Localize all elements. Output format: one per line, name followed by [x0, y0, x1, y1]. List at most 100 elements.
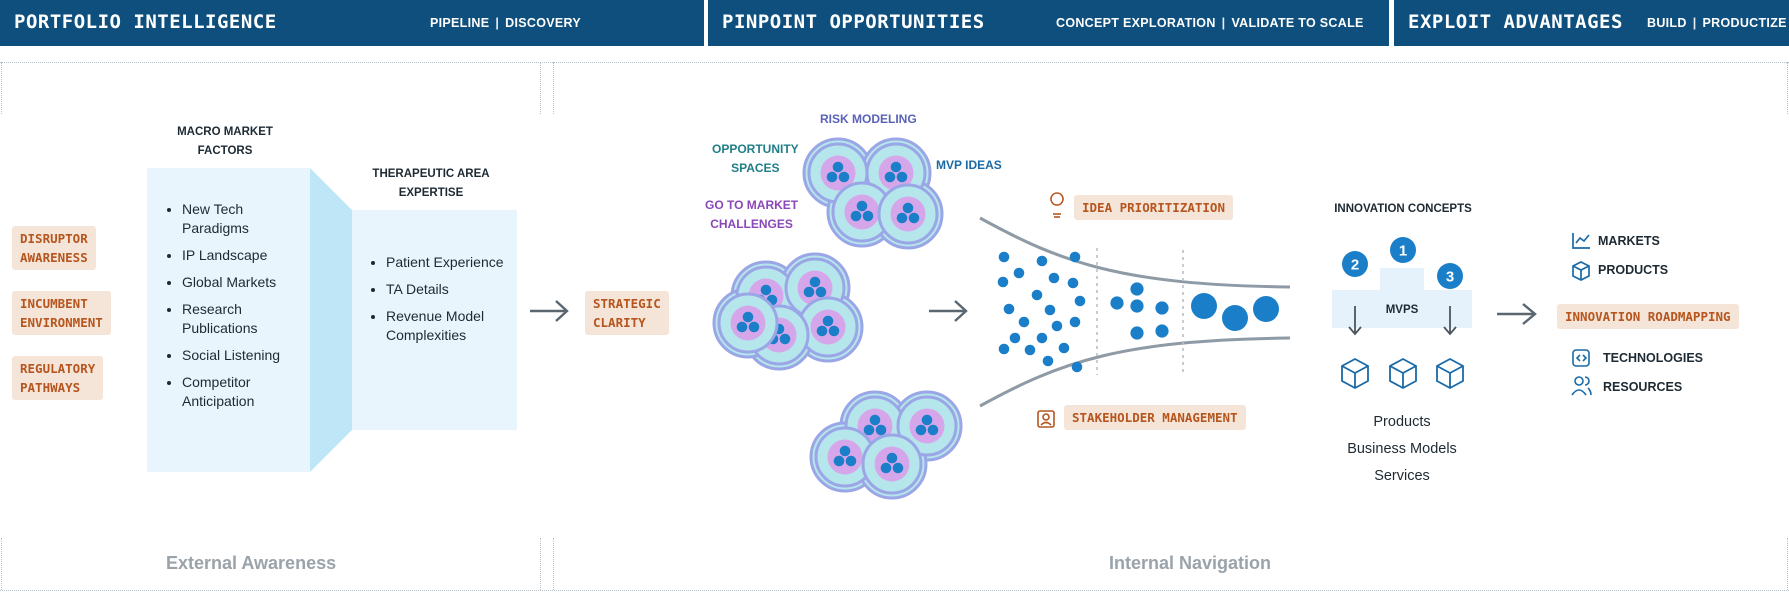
tag-stakeholder-management: STAKEHOLDER MANAGEMENT	[1064, 405, 1246, 430]
idea-dot	[1155, 324, 1169, 338]
header-exploit-advantages: EXPLOIT ADVANTAGES BUILD|PRODUCTIZE	[1394, 0, 1789, 46]
list-item: Social Listening	[182, 346, 307, 365]
cluster-bubble	[717, 292, 779, 354]
header-subtitle: BUILD|PRODUCTIZE	[1647, 16, 1787, 30]
idea-dot-large	[1253, 296, 1279, 322]
cluster-dot	[892, 462, 904, 474]
cluster-core	[890, 196, 926, 232]
cluster-dot	[779, 333, 791, 345]
cluster-dot	[896, 171, 908, 183]
idea-dot	[1009, 332, 1021, 344]
idea-dot	[1018, 316, 1030, 328]
cluster-halo	[802, 137, 874, 209]
idea-dot	[1130, 299, 1144, 313]
cluster-halo	[792, 291, 864, 363]
cluster-dot	[760, 284, 772, 296]
frame-divider	[553, 62, 554, 114]
list-item: TA Details	[386, 280, 506, 299]
frame-top-line	[0, 62, 1789, 63]
idea-dot	[1042, 355, 1054, 367]
cluster-dot	[915, 424, 927, 436]
list-item: Global Markets	[182, 273, 307, 292]
cluster-halo	[779, 252, 851, 324]
idea-dot	[1003, 303, 1015, 315]
cube-icon	[1341, 357, 1369, 390]
cluster-dot	[908, 212, 920, 224]
frame-divider	[540, 538, 541, 590]
cluster-dot	[890, 161, 902, 173]
cluster-dot	[896, 212, 908, 224]
idea-dot	[1036, 332, 1048, 344]
idea-dot	[1130, 282, 1144, 296]
cluster-dot	[850, 210, 862, 222]
cluster-dot	[869, 414, 881, 426]
idea-dot	[1074, 295, 1086, 307]
idea-dot	[1130, 326, 1144, 340]
cluster-core	[810, 309, 846, 345]
footer-internal-navigation: Internal Navigation	[1109, 553, 1272, 573]
cluster-dot	[822, 315, 834, 327]
cluster-halo	[826, 176, 898, 248]
list-item: New Tech Paradigms	[182, 200, 307, 238]
cluster-dot	[815, 286, 827, 298]
idea-dot	[1044, 304, 1056, 316]
label-mvp-ideas: MVP IDEAS	[936, 158, 1002, 172]
idea-dot	[1031, 289, 1043, 301]
cluster-halo	[872, 178, 944, 250]
list-item: Patient Experience	[386, 253, 506, 272]
resource-label-resources: RESOURCES	[1603, 380, 1683, 394]
cluster-dot	[742, 311, 754, 323]
therapeutic-title: THERAPEUTIC AREA EXPERTISE	[372, 168, 490, 199]
cluster-core	[761, 317, 797, 353]
cluster-core	[878, 155, 914, 191]
product-item: Services	[1374, 468, 1430, 484]
cluster-core	[844, 194, 880, 230]
cluster-bubble	[865, 142, 927, 204]
cluster-bubble	[797, 296, 859, 358]
cluster-core	[909, 408, 945, 444]
cluster-dot	[828, 325, 840, 337]
list-item: IP Landscape	[182, 246, 307, 265]
cluster-dot	[839, 445, 851, 457]
cluster-bubble	[861, 433, 923, 495]
tag-regulatory-pathways: REGULATORY PATHWAYS	[12, 356, 104, 400]
header-pinpoint-opportunities: PINPOINT OPPORTUNITIES CONCEPT EXPLORATI…	[708, 0, 1389, 46]
cluster-halo	[712, 287, 784, 359]
idea-dot	[998, 251, 1010, 263]
list-item: Revenue Model Complexities	[386, 307, 506, 345]
step-badge: 1	[1390, 237, 1416, 263]
cluster-dot	[809, 276, 821, 288]
idea-dot	[997, 276, 1009, 288]
product-item: Products	[1373, 414, 1431, 430]
cluster-dot	[884, 171, 896, 183]
lightbulb-icon	[1050, 192, 1064, 218]
opportunity-cluster	[712, 252, 864, 371]
cluster-bubble	[814, 426, 876, 488]
cluster-dot	[880, 462, 892, 474]
idea-dot	[1069, 316, 1081, 328]
cluster-dot	[845, 455, 857, 467]
cluster-core	[827, 439, 863, 475]
macro-market-list: New Tech Paradigms IP Landscape Global M…	[162, 200, 307, 419]
arrow-icon	[530, 300, 569, 322]
idea-dot	[1048, 272, 1060, 284]
cluster-dot	[863, 424, 875, 436]
header-subtitle: PIPELINE|DISCOVERY	[430, 16, 582, 30]
cluster-dot	[766, 294, 778, 306]
cluster-dot	[838, 171, 850, 183]
users-icon	[1571, 376, 1592, 396]
cluster-dot	[816, 325, 828, 337]
cluster-halo	[891, 390, 963, 462]
idea-dot	[1155, 301, 1169, 315]
list-item: Competitor Anticipation	[182, 373, 307, 411]
idea-dot-large	[1191, 293, 1217, 319]
frame-left-edge	[1, 538, 2, 590]
person-badge-icon	[1037, 410, 1055, 428]
cluster-core	[820, 155, 856, 191]
cluster-dot	[773, 323, 785, 335]
arrow-icon	[1497, 303, 1537, 325]
idea-dot	[1067, 277, 1079, 289]
resource-label-markets: MARKETS	[1598, 234, 1660, 248]
label-go-to-market: GO TO MARKET CHALLENGES	[705, 198, 799, 231]
list-item: Research Publications	[182, 300, 307, 338]
